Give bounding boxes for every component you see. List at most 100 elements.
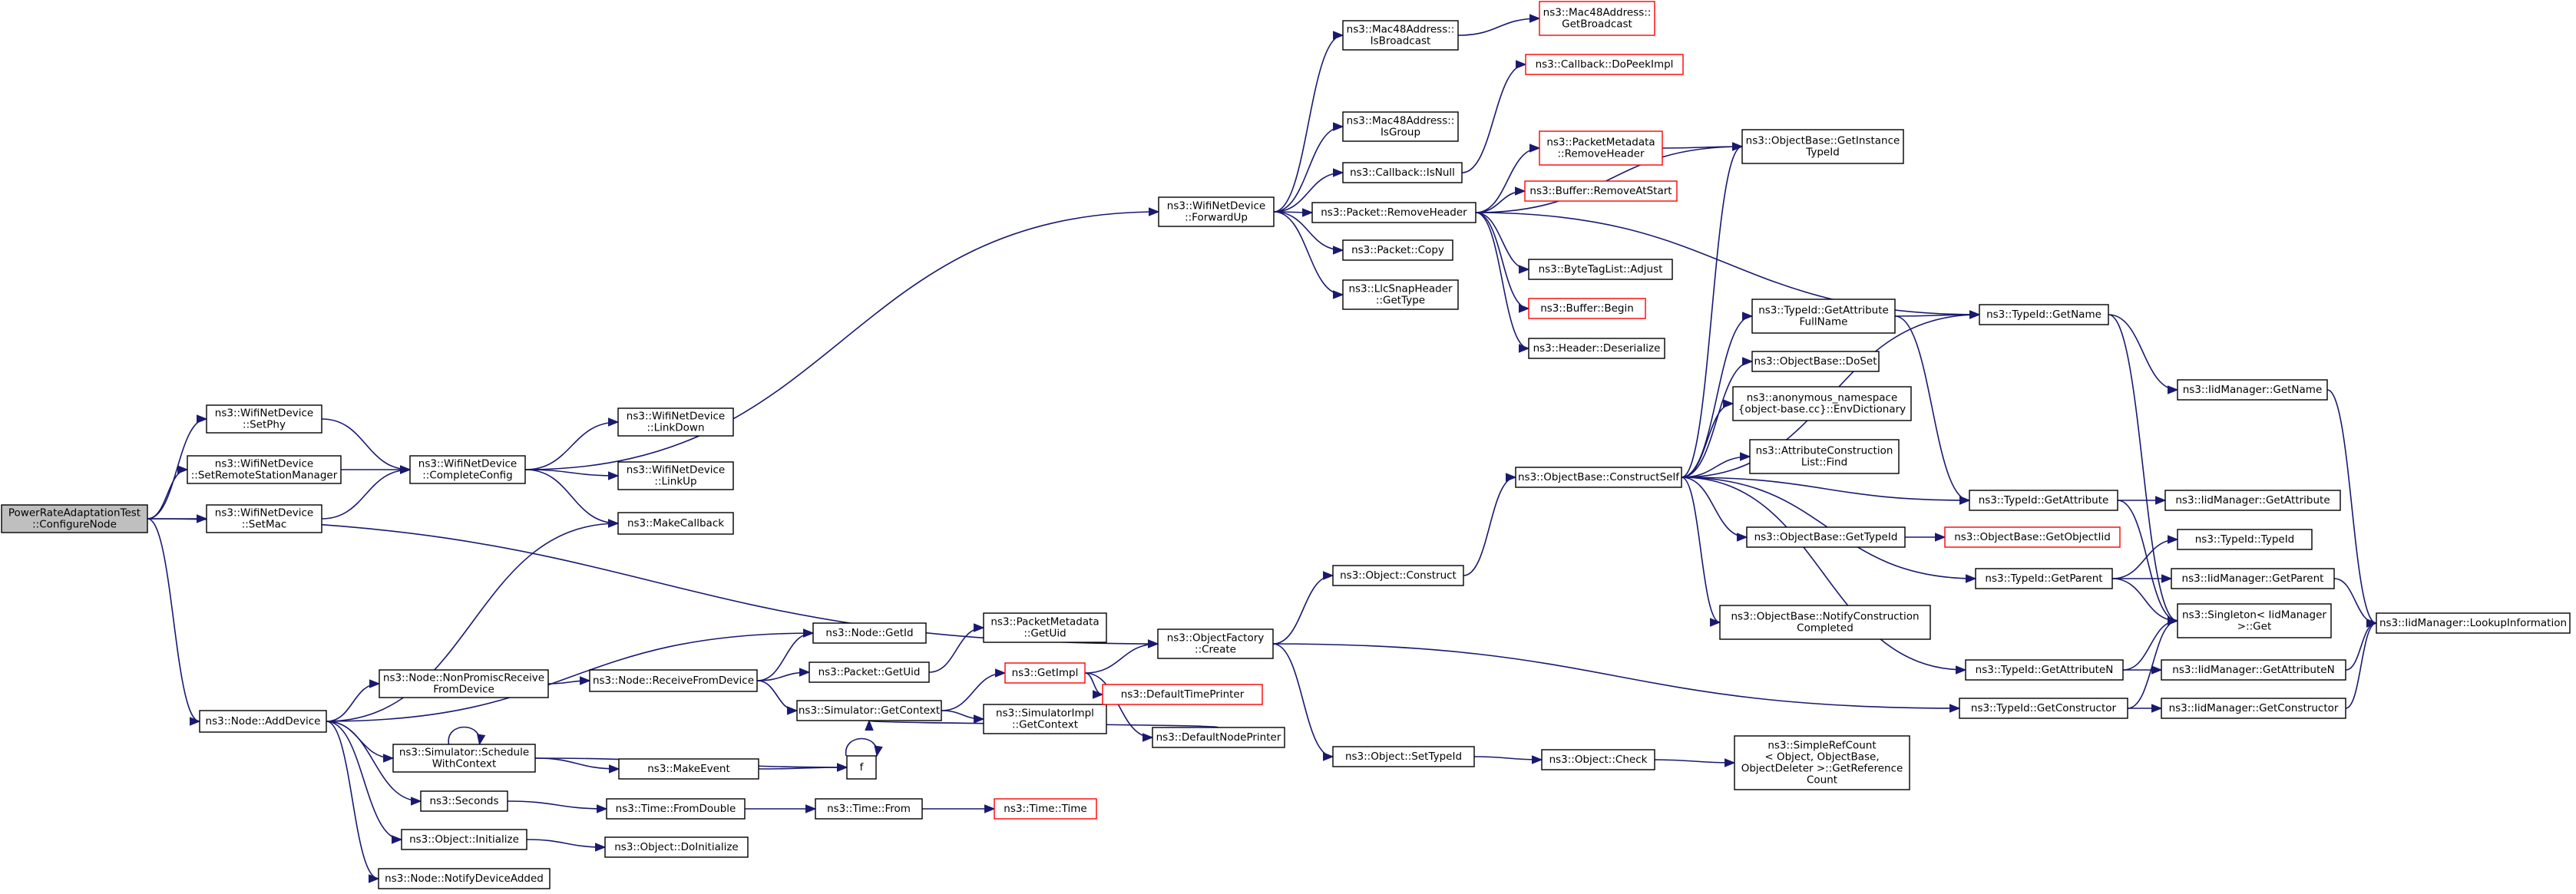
node-doinit[interactable]: ns3::Object::DoInitialize bbox=[604, 836, 749, 858]
node-linkup[interactable]: ns3::WifiNetDevice::LinkUp bbox=[617, 461, 734, 490]
node-constructself[interactable]: ns3::ObjectBase::ConstructSelf bbox=[1515, 467, 1682, 488]
edge-schedctx-to-schedctx bbox=[448, 726, 486, 746]
edge-root-to-adddevice bbox=[147, 518, 201, 726]
node-macisgroup[interactable]: ns3::Mac48Address::IsGroup bbox=[1342, 111, 1459, 142]
node-f[interactable]: f bbox=[846, 755, 877, 780]
node-iidlookup[interactable]: ns3::IidManager::LookupInformation bbox=[2376, 612, 2571, 634]
node-root[interactable]: PowerRateAdaptationTest::ConfigureNode bbox=[1, 504, 148, 533]
node-simgetctx[interactable]: ns3::Simulator::GetContext bbox=[796, 700, 942, 721]
node-cbdopeek[interactable]: ns3::Callback::DoPeekImpl bbox=[1525, 54, 1684, 75]
node-getid[interactable]: ns3::Node::GetId bbox=[812, 622, 927, 644]
node-llcgettype[interactable]: ns3::LlcSnapHeader::GetType bbox=[1342, 279, 1459, 310]
node-btladjust[interactable]: ns3::ByteTagList::Adjust bbox=[1528, 259, 1673, 280]
node-label: ::GetUid bbox=[1023, 628, 1066, 640]
node-macgetbc[interactable]: ns3::Mac48Address::GetBroadcast bbox=[1539, 1, 1655, 36]
node-label: >::Get bbox=[2237, 621, 2271, 633]
node-iidgetattr[interactable]: ns3::IidManager::GetAttribute bbox=[2164, 490, 2341, 511]
node-objsettypeid[interactable]: ns3::Object::SetTypeId bbox=[1332, 746, 1475, 767]
node-box bbox=[1541, 749, 1655, 770]
node-tidgetname[interactable]: ns3::TypeId::GetName bbox=[1979, 304, 2109, 325]
node-timetime[interactable]: ns3::Time::Time bbox=[994, 798, 1097, 820]
node-defnode[interactable]: ns3::DefaultNodePrinter bbox=[1152, 727, 1285, 748]
node-bufrmstart[interactable]: ns3::Buffer::RemoveAtStart bbox=[1524, 180, 1678, 202]
node-objfactory[interactable]: ns3::ObjectFactory::Create bbox=[1157, 628, 1274, 659]
edge-line bbox=[1457, 14, 1541, 36]
node-pmgetuid[interactable]: ns3::PacketMetadata::GetUid bbox=[983, 612, 1107, 643]
node-tidgetparent[interactable]: ns3::TypeId::GetParent bbox=[1975, 568, 2113, 589]
node-obdoset[interactable]: ns3::ObjectBase::DoSet bbox=[1751, 351, 1880, 372]
node-forwardup[interactable]: ns3::WifiNetDevice::ForwardUp bbox=[1158, 196, 1275, 227]
node-linkdown[interactable]: ns3::WifiNetDevice::LinkDown bbox=[617, 407, 734, 437]
edge-seconds-to-fromdouble bbox=[507, 800, 608, 813]
node-iidgetname[interactable]: ns3::IidManager::GetName bbox=[2177, 379, 2328, 401]
edge-line bbox=[524, 207, 1160, 470]
edge-setmac-to-complete bbox=[321, 465, 412, 520]
node-pktgetuid[interactable]: ns3::Packet::GetUid bbox=[809, 661, 930, 683]
edge-line bbox=[1475, 212, 1530, 313]
node-box bbox=[187, 455, 342, 484]
node-pmrmheader[interactable]: ns3::PacketMetadata::RemoveHeader bbox=[1539, 130, 1663, 166]
edge-line bbox=[756, 668, 811, 681]
node-objcheck[interactable]: ns3::Object::Check bbox=[1541, 749, 1655, 770]
node-macisbc[interactable]: ns3::Mac48Address::IsBroadcast bbox=[1342, 20, 1459, 51]
node-envdict[interactable]: ns3::anonymous_namespace{object-base.cc}… bbox=[1732, 386, 1912, 421]
node-complete[interactable]: ns3::WifiNetDevice::CompleteConfig bbox=[409, 455, 526, 484]
node-tidgetctor[interactable]: ns3::TypeId::GetConstructor bbox=[1959, 698, 2128, 719]
edge-simgetctx-to-getimpl bbox=[941, 668, 1007, 711]
node-rmheader[interactable]: ns3::Packet::RemoveHeader bbox=[1311, 202, 1476, 223]
edge-line bbox=[2108, 314, 2179, 394]
node-tidtypeid[interactable]: ns3::TypeId::TypeId bbox=[2177, 529, 2313, 550]
node-simimplctx[interactable]: ns3::SimulatorImpl::GetContext bbox=[983, 704, 1107, 734]
node-label: ns3::IidManager::GetAttribute bbox=[2175, 494, 2330, 506]
node-setmac[interactable]: ns3::WifiNetDevice::SetMac bbox=[206, 504, 322, 533]
edge-line bbox=[507, 800, 608, 813]
node-objinit[interactable]: ns3::Object::Initialize bbox=[401, 829, 527, 850]
node-label: ns3::Object::DoInitialize bbox=[614, 841, 739, 853]
node-setphy[interactable]: ns3::WifiNetDevice::SetPhy bbox=[206, 404, 322, 434]
node-singleton[interactable]: ns3::Singleton< IidManager>::Get bbox=[2177, 603, 2332, 638]
node-tidgetattr[interactable]: ns3::TypeId::GetAttribute bbox=[1969, 490, 2118, 511]
node-makeevent[interactable]: ns3::MakeEvent bbox=[618, 758, 759, 780]
node-label: ns3::Callback::DoPeekImpl bbox=[1536, 58, 1674, 71]
node-setrsm[interactable]: ns3::WifiNetDevice::SetRemoteStationMana… bbox=[187, 455, 342, 484]
node-adddevice[interactable]: ns3::Node::AddDevice bbox=[199, 710, 327, 733]
node-iidgetattrn[interactable]: ns3::IidManager::GetAttributeN bbox=[2161, 659, 2346, 681]
node-box bbox=[617, 461, 734, 490]
node-label: WithContext bbox=[432, 758, 497, 770]
node-getimpl[interactable]: ns3::GetImpl bbox=[1004, 662, 1086, 684]
node-label: ns3::Time::Time bbox=[1004, 803, 1086, 815]
node-hdrdeser[interactable]: ns3::Header::Deserialize bbox=[1528, 338, 1665, 359]
node-box bbox=[1969, 490, 2118, 511]
node-iidgetparent[interactable]: ns3::IidManager::GetParent bbox=[2171, 568, 2335, 589]
node-timefrom[interactable]: ns3::Time::From bbox=[815, 798, 923, 820]
node-pktcopy[interactable]: ns3::Packet::Copy bbox=[1342, 239, 1453, 261]
edge-line bbox=[1084, 672, 1154, 742]
node-box bbox=[2164, 490, 2341, 511]
node-iidgetctor[interactable]: ns3::IidManager::GetConstructor bbox=[2161, 698, 2346, 719]
node-tidgetattrn[interactable]: ns3::TypeId::GetAttributeN bbox=[1965, 659, 2124, 681]
node-obnotify[interactable]: ns3::ObjectBase::NotifyConstructionCompl… bbox=[1719, 605, 1931, 640]
node-label: ns3::MakeCallback bbox=[627, 517, 724, 529]
edge-line bbox=[1681, 477, 1971, 505]
edge-adddevice-to-seconds bbox=[326, 721, 422, 806]
node-bufbegin[interactable]: ns3::Buffer::Begin bbox=[1528, 298, 1646, 319]
node-objconstruct[interactable]: ns3::Object::Construct bbox=[1332, 565, 1464, 586]
node-obgetobjtid[interactable]: ns3::ObjectBase::GetObjectIid bbox=[1944, 526, 2121, 548]
node-makecb[interactable]: ns3::MakeCallback bbox=[617, 512, 734, 535]
edge-tidgetname-to-iidgetname bbox=[2108, 314, 2179, 394]
node-deftime[interactable]: ns3::DefaultTimePrinter bbox=[1102, 684, 1263, 705]
edge-line bbox=[1473, 755, 1543, 764]
node-recvfrom[interactable]: ns3::Node::ReceiveFromDevice bbox=[589, 669, 758, 692]
node-simplerefcount[interactable]: ns3::SimpleRefCount< Object, ObjectBase,… bbox=[1734, 735, 1910, 790]
node-obgettid[interactable]: ns3::ObjectBase::GetTypeId bbox=[1746, 526, 1906, 548]
node-fromdouble[interactable]: ns3::Time::FromDouble bbox=[606, 798, 746, 820]
edge-line bbox=[321, 418, 412, 474]
node-cbisnull[interactable]: ns3::Callback::IsNull bbox=[1342, 162, 1463, 183]
node-notifyadded[interactable]: ns3::Node::NotifyDeviceAdded bbox=[378, 868, 551, 889]
node-seconds[interactable]: ns3::Seconds bbox=[420, 790, 508, 812]
